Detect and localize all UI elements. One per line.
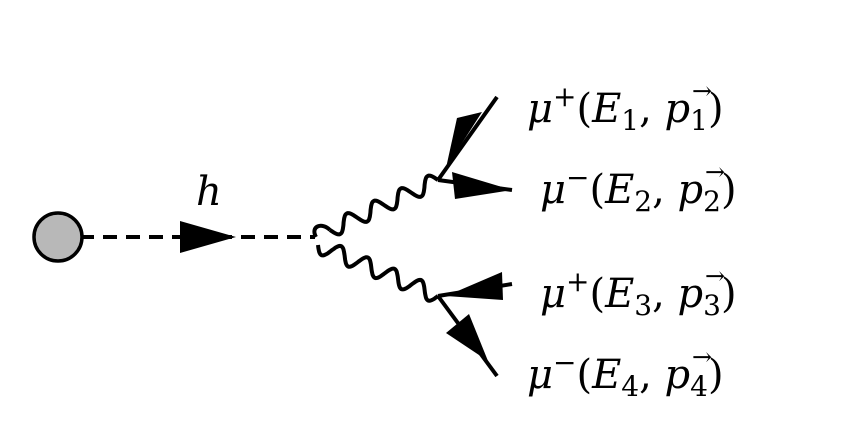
svg-text:μ+(E1, p1): μ+(E1, p1) bbox=[527, 80, 724, 137]
muon-3-arrow bbox=[446, 272, 503, 300]
svg-text:→: → bbox=[692, 77, 712, 105]
vertex-curl bbox=[312, 223, 332, 238]
svg-text:→: → bbox=[705, 158, 725, 186]
svg-text:μ−(E4, p4): μ−(E4, p4) bbox=[527, 346, 724, 403]
final-state-label-2: μ−(E2, p2) → bbox=[540, 158, 737, 218]
final-state-label-1: μ+(E1, p1) → bbox=[527, 77, 724, 137]
muon-2-arrow bbox=[452, 172, 512, 199]
final-state-label-4: μ−(E4, p4) → bbox=[527, 343, 724, 403]
muon-4-arrow bbox=[446, 314, 488, 361]
muon-1-line bbox=[436, 95, 499, 182]
svg-text:μ+(E3, p3): μ+(E3, p3) bbox=[540, 265, 737, 322]
propagator-label: h bbox=[196, 169, 222, 215]
final-state-label-3: μ+(E3, p3) → bbox=[540, 262, 737, 322]
upper-photon-line bbox=[328, 173, 440, 237]
svg-text:μ−(E2, p2): μ−(E2, p2) bbox=[540, 161, 737, 218]
muon-1-arrow bbox=[446, 112, 482, 168]
lower-photon-line bbox=[316, 243, 440, 303]
svg-text:→: → bbox=[705, 262, 725, 290]
initial-state-blob bbox=[32, 211, 84, 263]
svg-text:→: → bbox=[692, 343, 712, 371]
propagator-arrow bbox=[180, 221, 236, 253]
